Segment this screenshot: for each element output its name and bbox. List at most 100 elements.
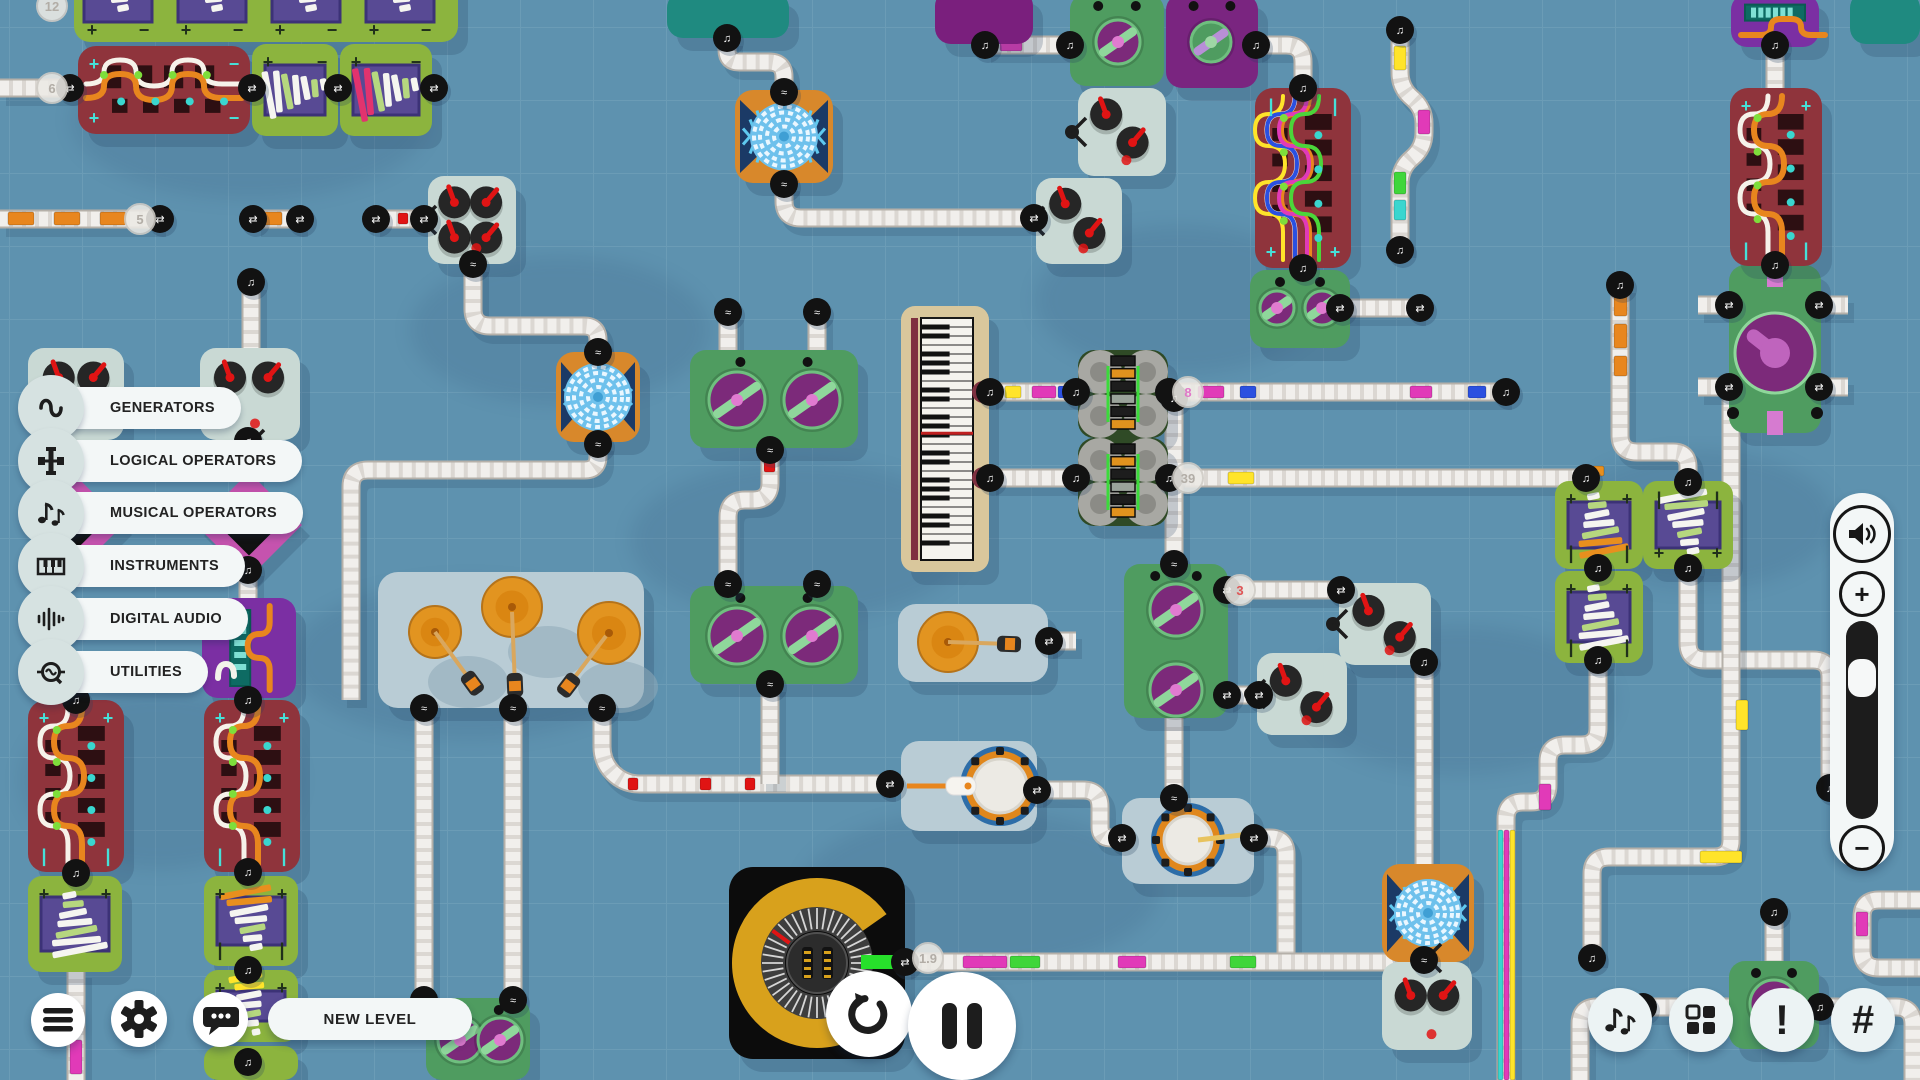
- module[interactable]: [667, 0, 799, 51]
- knob-module[interactable]: [1244, 653, 1357, 748]
- knob-module[interactable]: [1326, 583, 1441, 678]
- volume-up-button[interactable]: +: [1839, 571, 1885, 617]
- belt-node[interactable]: ♫: [234, 858, 265, 890]
- belt-node[interactable]: ⇄: [239, 205, 270, 237]
- conveyor-belt[interactable]: [1610, 285, 1704, 490]
- cymbal-kit-module[interactable]: [378, 572, 658, 721]
- big-dial-module[interactable]: [1727, 263, 1831, 446]
- conveyor-belt[interactable]: [1169, 382, 1512, 410]
- pitch-wedge-module[interactable]: +−: [340, 44, 442, 149]
- belt-node[interactable]: ♫: [234, 1048, 265, 1080]
- belt-node[interactable]: ♫: [1606, 271, 1637, 303]
- belt-node[interactable]: ♫: [1806, 993, 1837, 1025]
- belt-node[interactable]: ♫: [234, 686, 265, 718]
- belt-node[interactable]: ≈: [588, 694, 619, 726]
- belt-node[interactable]: ≈: [459, 250, 490, 282]
- fan-filter-module[interactable]: [556, 352, 650, 455]
- belt-node[interactable]: ♫: [1578, 944, 1609, 976]
- belt-node[interactable]: ♫: [1492, 378, 1523, 410]
- belt-node[interactable]: ⇄: [1108, 824, 1139, 856]
- belt-node[interactable]: ♫: [1760, 898, 1791, 930]
- belt-node[interactable]: ≈: [499, 986, 530, 1018]
- fan-filter-module[interactable]: [735, 90, 843, 196]
- belt-node[interactable]: ♫: [1056, 31, 1087, 63]
- belt-node[interactable]: ♫: [237, 268, 268, 300]
- belt-node[interactable]: ♫: [1572, 464, 1603, 496]
- logic-circuit-module[interactable]: ++||: [204, 700, 310, 885]
- conveyor-belt[interactable]: [1254, 828, 1302, 964]
- belt-node[interactable]: ♫: [1674, 554, 1705, 586]
- belt-node[interactable]: ≈: [714, 570, 745, 602]
- conveyor-belt[interactable]: [717, 38, 800, 100]
- volume-slider-track[interactable]: [1846, 621, 1878, 819]
- conveyor-belt[interactable]: [1164, 718, 1190, 804]
- drum-module[interactable]: [901, 741, 1047, 844]
- restart-button[interactable]: [826, 971, 912, 1057]
- belt-node[interactable]: ≈: [770, 78, 801, 110]
- conveyor-belt[interactable]: [1256, 35, 1319, 96]
- alert-button[interactable]: !: [1750, 988, 1814, 1052]
- belt-node[interactable]: ♫: [1242, 31, 1273, 63]
- belt-node[interactable]: ⇄: [1327, 576, 1358, 608]
- gear-sequencer-module[interactable]: [1078, 350, 1178, 451]
- belt-node[interactable]: ♫: [1674, 468, 1705, 500]
- pitch-wedge-module[interactable]: ||++: [1643, 481, 1743, 582]
- knob-module[interactable]: [1023, 178, 1132, 277]
- pitch-wedge-module[interactable]: ++||: [204, 876, 308, 979]
- sidebar-pill[interactable]: MUSICAL OPERATORS: [48, 492, 304, 535]
- settings-button[interactable]: [111, 991, 167, 1047]
- belt-node[interactable]: ⇄: [1715, 373, 1746, 405]
- belt-node[interactable]: ≈: [756, 670, 787, 702]
- belt-node[interactable]: ⇄: [238, 74, 269, 106]
- sidebar-pill[interactable]: LOGICAL OPERATORS: [48, 439, 303, 482]
- belt-node[interactable]: ⇄: [1240, 824, 1271, 856]
- logic-circuit-module[interactable]: ||++: [1252, 88, 1361, 281]
- belt-node[interactable]: ≈: [1160, 784, 1191, 816]
- conveyor-belt[interactable]: [1496, 661, 1614, 1080]
- belt-node[interactable]: ♫: [1289, 254, 1320, 286]
- pause-button[interactable]: [908, 972, 1016, 1080]
- hash-button[interactable]: #: [1831, 988, 1895, 1052]
- belt-node[interactable]: ♫: [1062, 378, 1093, 410]
- volume-slider-thumb[interactable]: [1848, 659, 1876, 697]
- belt-node[interactable]: ≈: [803, 570, 834, 602]
- belt-node[interactable]: ♫: [1761, 31, 1792, 63]
- conveyor-belt[interactable]: [503, 709, 529, 1008]
- belt-node[interactable]: ♫: [1386, 236, 1417, 268]
- belt-node[interactable]: ⇄: [420, 74, 451, 106]
- tape-reel-module[interactable]: [690, 350, 868, 461]
- drum-module[interactable]: [1122, 798, 1264, 897]
- knob-module[interactable]: [415, 176, 526, 277]
- belt-node[interactable]: ≈: [584, 338, 615, 370]
- belt-node[interactable]: ≈: [756, 436, 787, 468]
- belt-node[interactable]: ≈: [803, 298, 834, 330]
- module[interactable]: [1850, 0, 1920, 57]
- conveyor-belt[interactable]: [1414, 662, 1440, 874]
- rotary-player-module[interactable]: [729, 867, 915, 1072]
- belt-node[interactable]: ♫: [971, 31, 1002, 63]
- belt-node[interactable]: ♫: [1584, 554, 1615, 586]
- conveyor-belt[interactable]: [414, 709, 440, 1008]
- knob-module[interactable]: [1382, 942, 1482, 1063]
- belt-node[interactable]: ⇄: [1245, 681, 1276, 713]
- belt-node[interactable]: ⇄: [324, 74, 355, 106]
- pitch-wedge-module[interactable]: ++||: [1555, 481, 1653, 582]
- belt-node[interactable]: ≈: [1160, 550, 1191, 582]
- belt-node[interactable]: ⇄: [362, 205, 393, 237]
- level-name-label[interactable]: NEW LEVEL: [268, 998, 472, 1040]
- belt-node[interactable]: ⇄: [1326, 294, 1357, 326]
- belt-node[interactable]: ⇄: [1406, 294, 1437, 326]
- conveyor-belt[interactable]: [760, 684, 786, 792]
- belt-node[interactable]: ≈: [410, 694, 441, 726]
- belt-node[interactable]: ♫: [976, 378, 1007, 410]
- piano-module[interactable]: [901, 306, 999, 585]
- knob-module[interactable]: [1065, 88, 1176, 189]
- belt-node[interactable]: ♫: [1584, 646, 1615, 678]
- logic-circuit-module[interactable]: ++||: [1730, 88, 1832, 279]
- belt-node[interactable]: ♫: [1062, 464, 1093, 496]
- belt-node[interactable]: ⇄: [1805, 291, 1836, 323]
- pitch-wedge-row-module[interactable]: +−+−+−+−: [74, 0, 468, 55]
- belt-node[interactable]: ♫: [1386, 16, 1417, 48]
- belt-node[interactable]: ⇄: [1805, 373, 1836, 405]
- belt-node[interactable]: ♫: [1289, 74, 1320, 106]
